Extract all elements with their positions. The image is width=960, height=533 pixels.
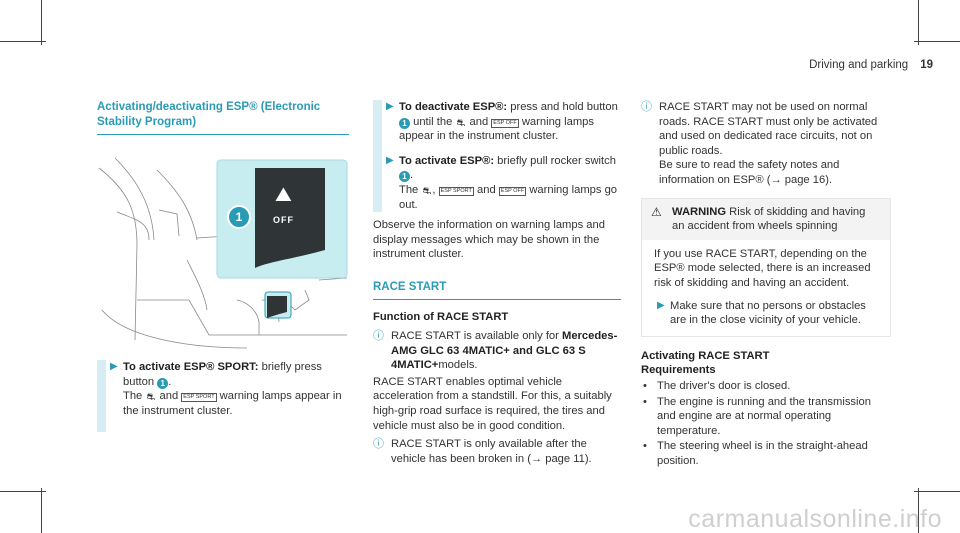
note-models: Mercedes-AMG GLC 63 4MATIC+ and GLC 63 S… xyxy=(391,330,618,372)
section-name: Driving and parking xyxy=(809,59,909,71)
step-text: until the xyxy=(410,115,456,128)
info-icon: ⓘ xyxy=(641,101,652,113)
step-text: briefly pull rocker switch xyxy=(494,154,616,167)
bullet-dot: • xyxy=(643,395,647,408)
requirement-text: The steering wheel is in the straight-ah… xyxy=(657,440,868,467)
arrow-icon: ▶ xyxy=(386,154,394,166)
skid-warning-icon: ⛐ xyxy=(422,185,432,197)
step-text: . xyxy=(410,169,414,182)
crop-mark xyxy=(0,491,46,492)
warning-box: ⚠ WARNING Risk of skidding and having an… xyxy=(641,197,891,337)
esp-sport-icon: ESP SPORT xyxy=(438,186,474,196)
activate-sport-block: ▶ To activate ESP® SPORT: briefly press … xyxy=(97,360,349,432)
esp-off-icon: ESP OFF xyxy=(491,118,519,128)
step-text: and xyxy=(473,183,499,196)
bullet-dot: • xyxy=(643,440,647,453)
off-label: OFF xyxy=(273,215,294,225)
step-bar xyxy=(373,100,382,212)
warning-text: If you use RACE START, depending on the … xyxy=(654,247,871,289)
warning-triangle-icon: ⚠ xyxy=(651,204,662,219)
step-text: warning lamps go out. xyxy=(399,183,618,211)
list-item: • The driver's door is closed. xyxy=(641,379,891,394)
step-activate-sport: ▶ To activate ESP® SPORT: briefly press … xyxy=(107,360,349,418)
note-text: RACE START is only available after the v… xyxy=(391,438,592,465)
step-text: The xyxy=(123,390,146,403)
step-text: briefly press button xyxy=(123,361,322,388)
step-text: press and hold button xyxy=(507,101,618,113)
warning-step-text: Make sure that no persons or obstacles a… xyxy=(670,299,866,327)
deactivate-block: ▶ To deactivate ESP®: press and hold but… xyxy=(373,100,621,212)
warning-title: WARNING xyxy=(672,205,727,218)
skid-off-icon: ⛰ xyxy=(275,184,292,206)
warning-step: ▶ Make sure that no persons or obstacles… xyxy=(654,299,880,328)
list-item: • The engine is running and the transmiss… xyxy=(641,395,891,439)
arrow-icon: ▶ xyxy=(386,101,394,112)
note-break-in: ⓘ RACE START is only available after the… xyxy=(373,437,621,466)
step-label: To activate ESP®: xyxy=(399,154,495,167)
info-icon: ⓘ xyxy=(373,330,384,343)
warning-subtitle: Risk of skidding and having an accident … xyxy=(672,205,866,233)
left-column: Activating/deactivating ESP® (Electronic… xyxy=(97,100,349,432)
running-header: Driving and parking 19 xyxy=(809,58,933,73)
crop-mark xyxy=(918,488,919,533)
skid-warning-icon: ⛐ xyxy=(146,392,156,404)
bullet-dot: • xyxy=(643,379,647,392)
callout-badge: 1 xyxy=(399,117,410,129)
crop-mark xyxy=(914,41,960,42)
note-text: models. xyxy=(438,359,478,372)
center-console-illustration xyxy=(97,150,349,350)
button-callout-1: 1 xyxy=(227,205,251,229)
section-title: Activating/deactivating ESP® (Electronic… xyxy=(97,101,321,128)
observe-text: Observe the information on warning lamps… xyxy=(373,219,605,261)
section-rule xyxy=(373,299,621,301)
skid-warning-icon: ⛐ xyxy=(456,117,466,129)
console-figure: ⛰ OFF 1 xyxy=(97,150,349,350)
step-deactivate: ▶ To deactivate ESP®: press and hold but… xyxy=(383,100,621,144)
requirement-text: The engine is running and the transmissi… xyxy=(657,395,871,437)
esp-off-icon: ESP OFF xyxy=(498,186,527,196)
note-text: RACE START is available only for xyxy=(391,330,562,343)
crop-mark xyxy=(0,41,46,42)
note-text: RACE START may not be used on normal roa… xyxy=(659,101,878,157)
right-column: ⓘ RACE START may not be used on normal r… xyxy=(641,100,891,468)
function-heading: Function of RACE START xyxy=(373,311,509,324)
esp-sport-icon: ESP SPORT xyxy=(181,393,217,403)
step-text: and xyxy=(466,115,492,128)
requirements-heading: Requirements xyxy=(641,364,716,377)
middle-column: ▶ To deactivate ESP®: press and hold but… xyxy=(373,100,621,466)
warning-body: If you use RACE START, depending on the … xyxy=(642,240,890,336)
step-text: and xyxy=(156,390,182,403)
step-activate: ▶ To activate ESP®: briefly pull rocker … xyxy=(383,154,621,212)
note-public-roads: ⓘ RACE START may not be used on normal r… xyxy=(641,100,891,188)
step-text: . xyxy=(168,375,172,388)
callout-badge: 1 xyxy=(157,377,169,389)
crop-mark xyxy=(41,488,42,533)
crop-mark xyxy=(41,0,42,45)
arrow-icon: ▶ xyxy=(110,361,118,372)
section-rule xyxy=(97,134,349,135)
requirement-text: The driver's door is closed. xyxy=(657,379,791,392)
activating-race-start-heading: Activating RACE START xyxy=(641,349,770,362)
info-icon: ⓘ xyxy=(373,438,384,451)
step-bar xyxy=(97,360,106,432)
note-text: Be sure to read the safety notes and inf… xyxy=(659,159,840,186)
arrow-icon: ▶ xyxy=(657,299,665,311)
step-label: To deactivate ESP®: xyxy=(399,101,508,113)
warning-header: ⚠ WARNING Risk of skidding and having an… xyxy=(642,198,890,240)
step-text: , xyxy=(432,183,439,196)
step-text: The xyxy=(399,183,422,196)
step-text: warning lamps appear in the instrument c… xyxy=(123,390,342,417)
step-label: To activate ESP® SPORT: xyxy=(123,361,259,373)
note-availability: ⓘ RACE START is available only for Merce… xyxy=(373,329,621,373)
race-start-title: RACE START xyxy=(373,280,447,293)
crop-mark xyxy=(914,491,960,492)
race-start-paragraph: RACE START enables optimal vehicle accel… xyxy=(373,375,612,432)
callout-badge: 1 xyxy=(399,171,410,183)
step-text: warning lamps appear in the instrument c… xyxy=(399,115,594,143)
list-item: • The steering wheel is in the straight-a… xyxy=(641,439,891,468)
watermark: carmanualsonline.info xyxy=(688,505,942,533)
page-number: 19 xyxy=(920,59,933,71)
crop-mark xyxy=(918,0,919,45)
